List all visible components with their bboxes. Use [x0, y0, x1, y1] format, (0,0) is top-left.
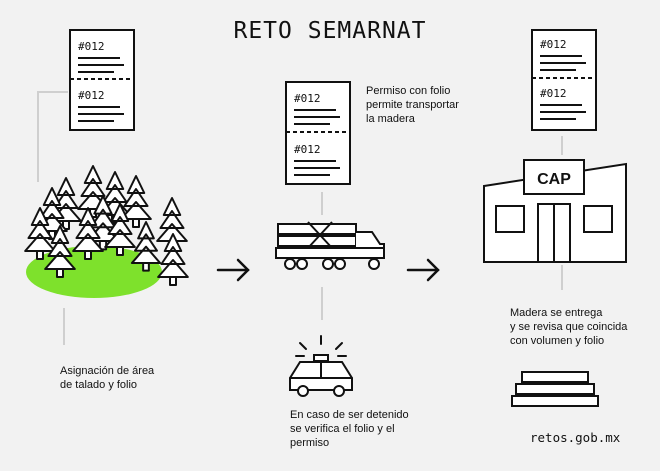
- footer-url: retos.gob.mx: [530, 430, 621, 445]
- tree-trunk: [84, 250, 92, 260]
- police-car-icon: [289, 335, 353, 397]
- connector-lines: [37, 91, 563, 345]
- tree-trunk: [116, 246, 124, 256]
- tree-trunk: [132, 218, 140, 228]
- store-building-icon: CAP: [483, 159, 627, 263]
- folio-label: #012: [294, 143, 321, 156]
- store-sign-label: CAP: [537, 171, 571, 188]
- folio-document-1: #012 #012: [69, 29, 135, 131]
- step-caption: Asignación de área de talado y folio: [60, 365, 155, 391]
- tree-trunk: [169, 276, 177, 286]
- step-caption: En caso de ser detenido se verifica el f…: [290, 409, 409, 449]
- forest-illustration: [24, 165, 189, 298]
- pine-tree-icon: [130, 221, 162, 265]
- page-title: RETO SEMARNAT: [233, 18, 427, 44]
- folio-label: #012: [78, 89, 105, 102]
- pine-tree-icon: [120, 175, 152, 220]
- folio-label: #012: [78, 40, 105, 53]
- wood-stack-icon: [511, 371, 599, 407]
- folio-label: #012: [540, 38, 567, 51]
- folio-document-2: #012 #012: [285, 81, 351, 185]
- arrow-icon: [216, 258, 250, 282]
- folio-document-3: #012 #012: [531, 29, 597, 131]
- tree-trunk: [36, 250, 44, 260]
- folio-label: #012: [540, 87, 567, 100]
- step-caption: Permiso con folio permite transportar la…: [366, 85, 459, 125]
- folio-label: #012: [294, 92, 321, 105]
- tree-trunk: [56, 268, 64, 278]
- step-caption: Madera se entrega y se revisa que coinci…: [510, 307, 628, 347]
- arrow-icon: [406, 258, 440, 282]
- logging-truck-icon: [275, 221, 385, 270]
- tree-trunk: [142, 262, 150, 272]
